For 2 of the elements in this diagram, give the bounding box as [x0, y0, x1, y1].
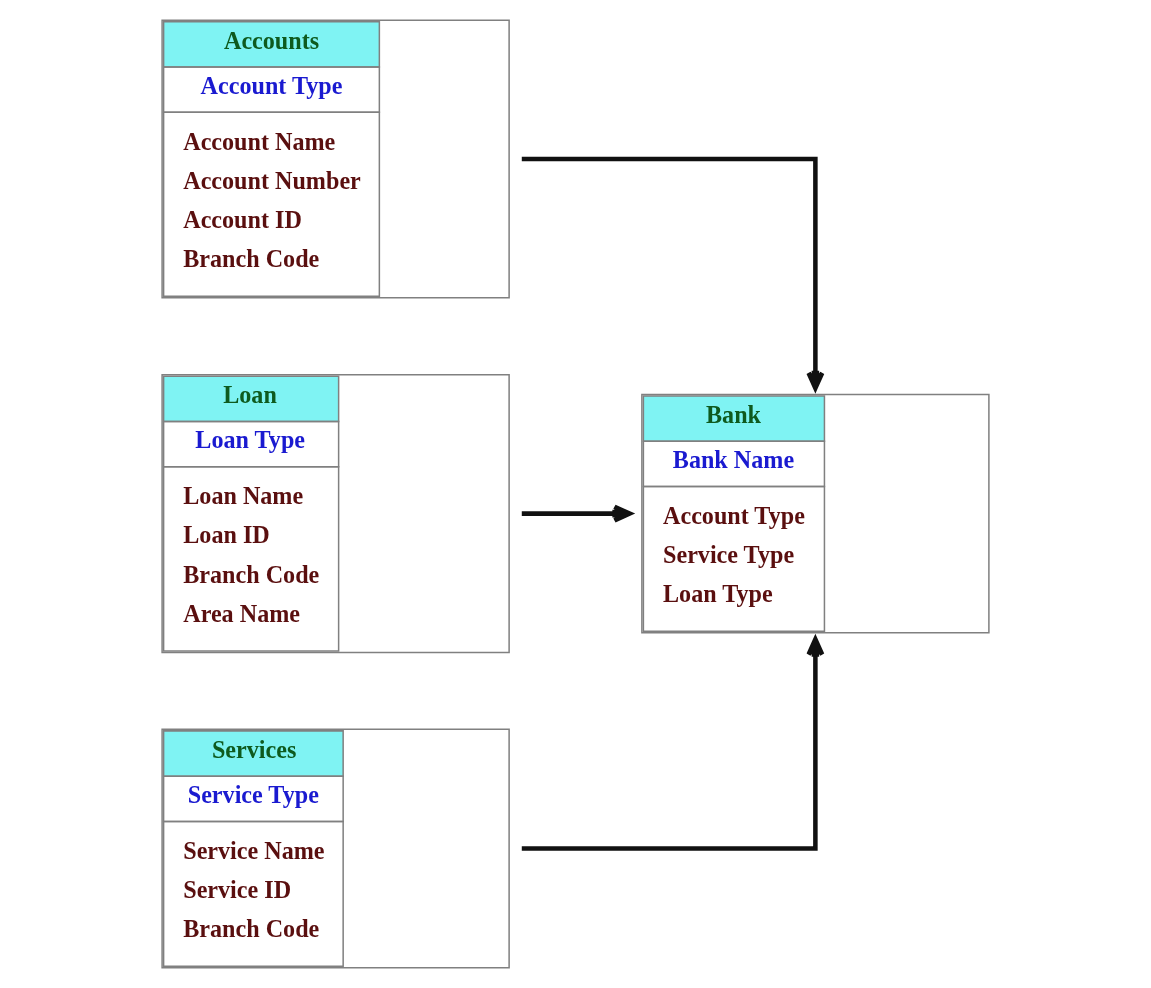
- arrow: [521, 156, 825, 391]
- arrow: [521, 504, 632, 523]
